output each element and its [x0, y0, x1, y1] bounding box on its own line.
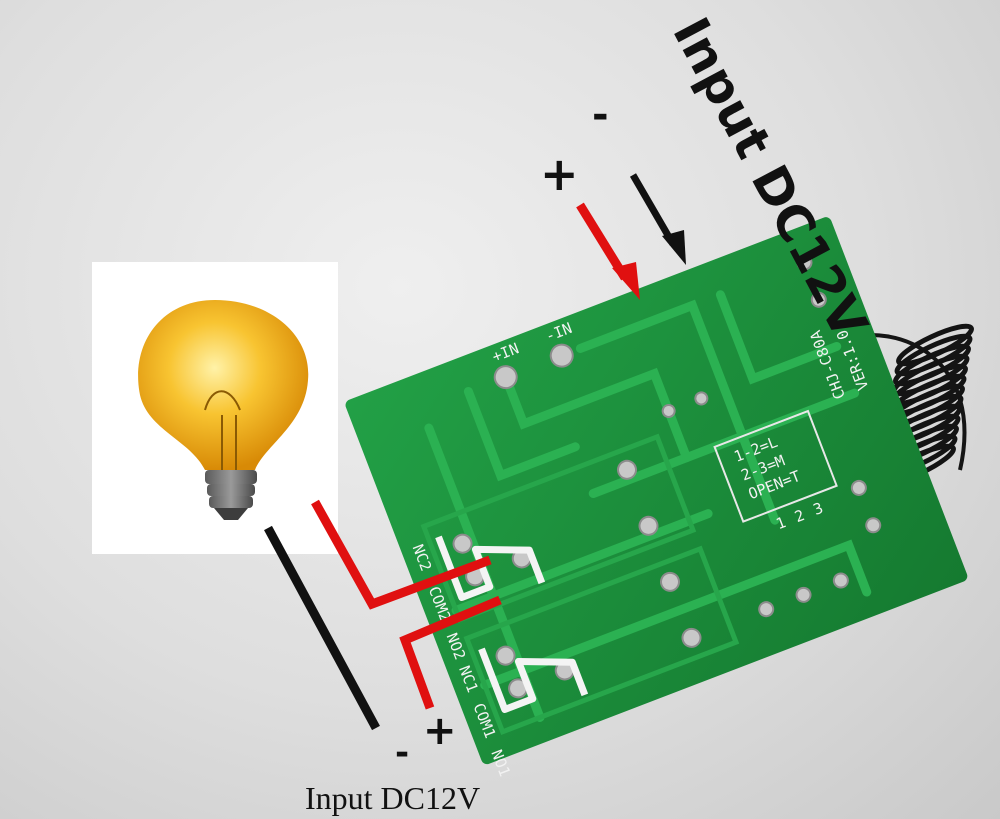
light-bulb — [92, 262, 338, 554]
relay-2-outline — [420, 433, 697, 623]
power-input-arrows — [576, 173, 686, 300]
top-plus-sign: + — [540, 147, 579, 201]
relay-board: +IN -IN CHJ-C80A VER:1.0 1-2=L 2-3=M OPE… — [345, 217, 968, 779]
jumper-block — [713, 409, 838, 523]
bottom-input-label: Input DC12V — [305, 780, 480, 816]
pcb — [345, 217, 968, 765]
positive-wire-bulb — [311, 499, 492, 610]
bulb-wiring — [264, 499, 502, 731]
positive-arrow-shaft — [576, 202, 629, 281]
negative-arrow-shaft — [629, 173, 677, 246]
positive-wire-supply — [399, 595, 502, 710]
bulb-glass — [138, 300, 309, 470]
relay-1-outline — [463, 545, 740, 736]
bulb-filament — [204, 390, 241, 470]
bottom-minus-sign: - — [395, 733, 409, 773]
bulb-base — [214, 508, 248, 520]
negative-wire-bottom — [264, 525, 380, 731]
solder-pads — [452, 254, 882, 699]
positive-arrow-head — [612, 262, 640, 300]
relay-contact-symbols — [435, 535, 589, 714]
bottom-plus-sign: + — [423, 708, 457, 754]
top-minus-sign: - — [592, 92, 609, 138]
negative-arrow-head — [662, 230, 686, 265]
